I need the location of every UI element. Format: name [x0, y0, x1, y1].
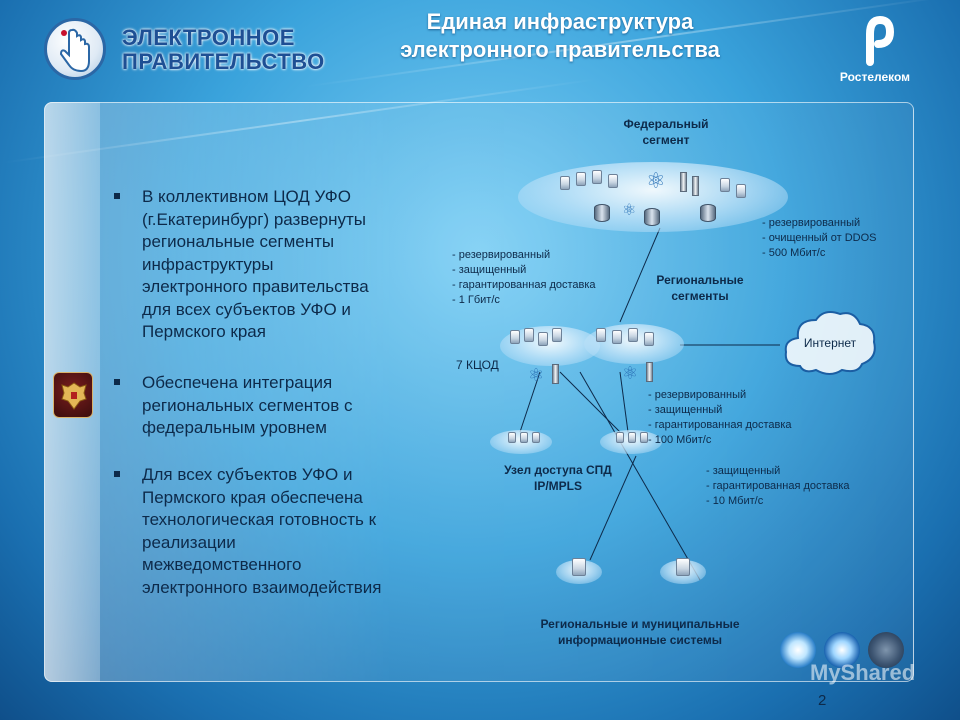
server-tower-icon [646, 362, 653, 382]
database-icon [644, 208, 660, 226]
server-icon [524, 328, 534, 342]
database-icon [594, 204, 610, 222]
server-icon [736, 184, 746, 198]
atom-icon: ⚛ [646, 168, 666, 193]
federal-segment-label: Федеральный сегмент [623, 117, 709, 147]
server-tower-icon [692, 176, 699, 196]
title-line-2: электронного правительства [400, 37, 720, 62]
server-icon [628, 328, 638, 342]
title-line-1: Единая инфраструктура [426, 9, 694, 34]
bullet-item: Обеспечена интеграция региональных сегме… [114, 372, 444, 442]
internet-cloud: Интернет [782, 306, 878, 378]
brand-name: Ростелеком [839, 70, 911, 84]
bullet-marker [114, 193, 120, 199]
bullet-text: В коллективном ЦОД УФО (г.Екатеринбург) … [142, 187, 369, 341]
regional-segments-label: Региональные сегменты [656, 273, 744, 303]
server-icon [538, 332, 548, 346]
server-icon [644, 332, 654, 346]
atom-icon: ⚛ [622, 202, 637, 219]
server-icon [532, 432, 540, 443]
server-tower-icon [680, 172, 687, 192]
server-tower-icon [552, 364, 559, 384]
server-icon [576, 172, 586, 186]
server-icon [596, 328, 606, 342]
bullet-marker [114, 379, 120, 385]
atom-icon: ⚛ [622, 363, 639, 383]
server-icon [676, 558, 690, 576]
page-title: Единая инфраструктура электронного прави… [340, 8, 780, 64]
server-icon [572, 558, 586, 576]
systems-link-notes: - защищенный - гарантированная доставка … [706, 465, 850, 507]
internet-label: Интернет [803, 336, 857, 350]
logo-line-1: ЭЛЕКТРОННОЕ [122, 25, 295, 50]
server-icon [510, 330, 520, 344]
coat-of-arms-icon [53, 372, 93, 418]
database-icon [700, 204, 716, 222]
rostelecom-mark-icon [866, 16, 894, 66]
regional-link-notes: - резервированный - защищенный - гаранти… [452, 249, 596, 306]
server-icon [552, 328, 562, 342]
watermark: MyShared [810, 660, 916, 685]
cloud-icon [784, 311, 876, 375]
server-icon [612, 330, 622, 344]
previous-slide-button[interactable] [780, 632, 816, 668]
kcod-label: 7 КЦОД [456, 358, 499, 372]
bullet-marker [114, 471, 120, 477]
slide-navigation [780, 632, 920, 672]
server-icon [640, 432, 648, 443]
server-icon [508, 432, 516, 443]
bullet-text: Для всех субъектов УФО и Пермского края … [142, 465, 382, 597]
e-government-logo: ЭЛЕКТРОННОЕ ПРАВИТЕЛЬСТВО [40, 14, 324, 86]
hand-touch-icon [44, 18, 106, 80]
rostelecom-logo: Ростелеком [830, 16, 920, 86]
page-number: 2 [818, 692, 827, 709]
information-systems-label: Региональные и муниципальные информацион… [540, 617, 740, 647]
federal-link-notes: - резервированный - очищенный от DDOS - … [762, 217, 877, 259]
bullet-item: В коллективном ЦОД УФО (г.Екатеринбург) … [114, 186, 444, 346]
server-icon [720, 178, 730, 192]
server-icon [560, 176, 570, 190]
home-slide-button[interactable] [824, 632, 860, 668]
server-icon [608, 174, 618, 188]
next-slide-button[interactable] [868, 632, 904, 668]
logo-line-2: ПРАВИТЕЛЬСТВО [122, 49, 325, 74]
access-node-label: Узел доступа СПД IP/MPLS [504, 463, 612, 493]
server-icon [520, 432, 528, 443]
server-icon [628, 432, 636, 443]
server-icon [616, 432, 624, 443]
atom-icon: ⚛ [528, 365, 545, 385]
server-icon [592, 170, 602, 184]
bullet-text: Обеспечена интеграция региональных сегме… [142, 373, 353, 437]
bullet-item: Для всех субъектов УФО и Пермского края … [114, 464, 444, 604]
access-link-notes: - резервированный - защищенный - гаранти… [648, 389, 792, 446]
